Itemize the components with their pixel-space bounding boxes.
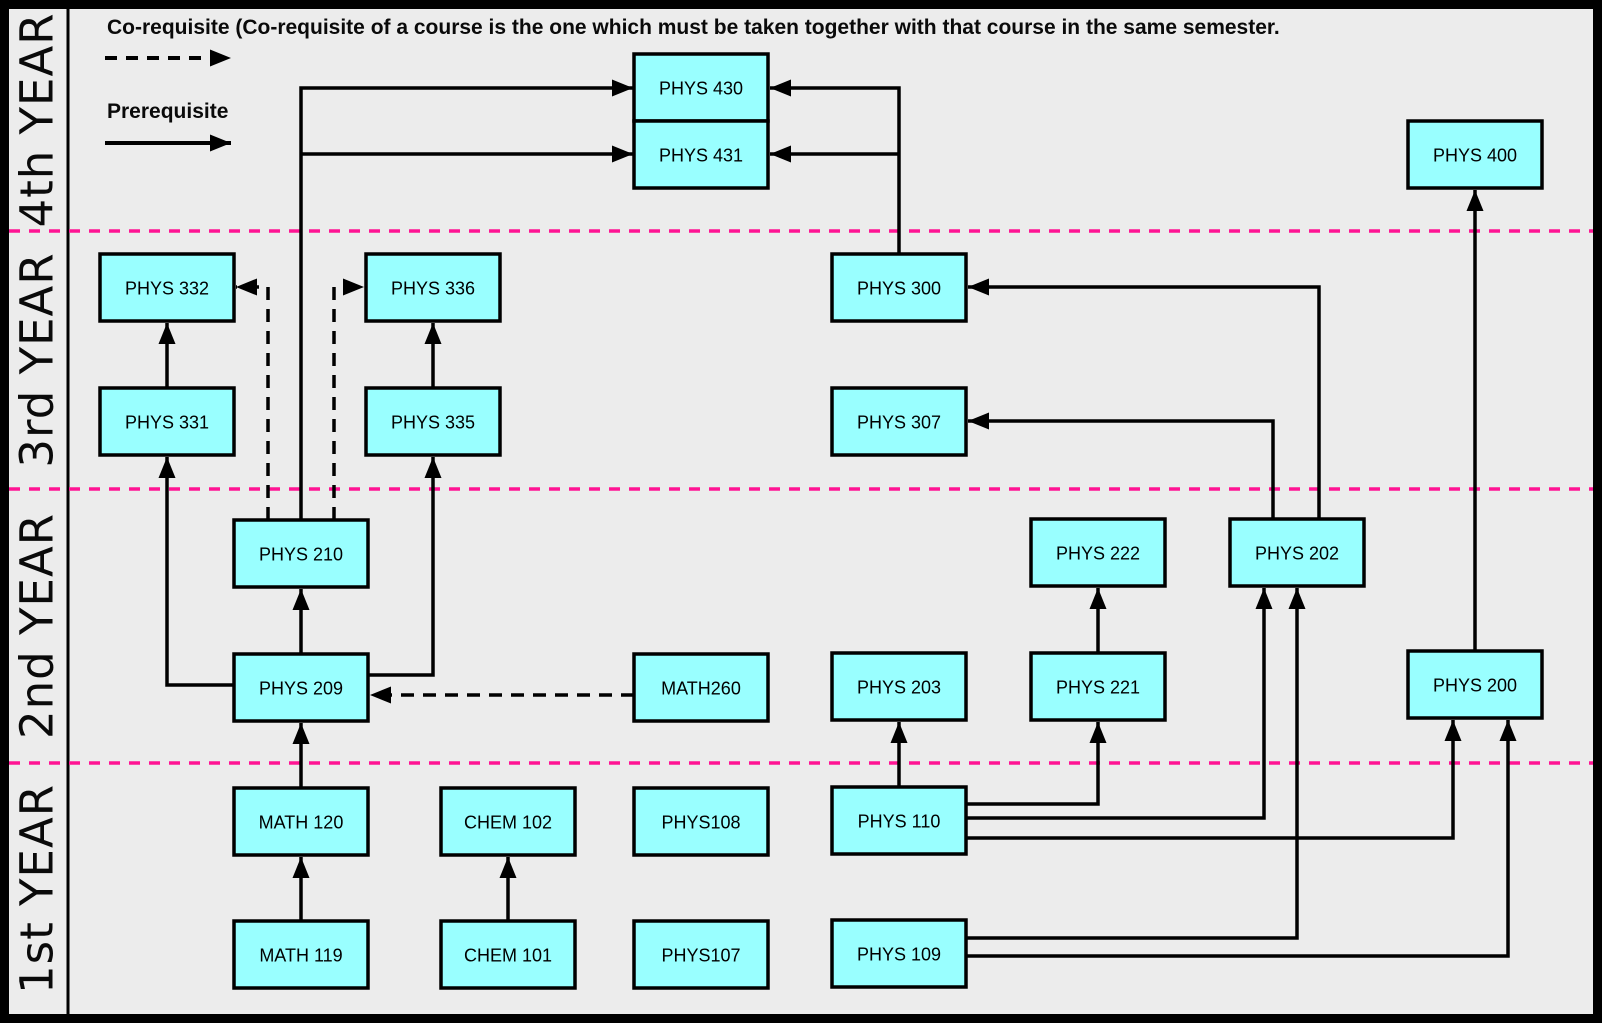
edge-prerequisite-phys109-phys202 [966, 588, 1306, 940]
course-label-phys332: PHYS 332 [125, 279, 209, 299]
edge-prerequisite-phys209-phys331 [158, 457, 234, 687]
course-label-phys203: PHYS 203 [857, 678, 941, 698]
course-node-phys222: PHYS 222 [1029, 517, 1167, 588]
course-label-phys221: PHYS 221 [1056, 678, 1140, 698]
edge-prerequisite-phys110-phys200 [966, 720, 1462, 840]
edge-prerequisite-phys210-phys430 [299, 79, 633, 520]
course-node-phys202: PHYS 202 [1228, 517, 1366, 588]
course-label-phys107: PHYS107 [661, 946, 740, 966]
course-box-phys332 [98, 252, 236, 323]
course-box-math260 [632, 652, 770, 723]
course-node-phys400: PHYS 400 [1406, 119, 1544, 190]
course-node-math120: MATH 120 [232, 786, 370, 857]
course-node-phys110: PHYS 110 [830, 785, 968, 856]
edge-prerequisite-phys202-phys300 [968, 278, 1321, 519]
course-label-phys331: PHYS 331 [125, 413, 209, 433]
course-label-phys108: PHYS108 [661, 813, 740, 833]
course-box-math120 [232, 786, 370, 857]
edge-prerequisite-phys209-phys335 [368, 457, 442, 677]
edge-corequisite-phys210-phys332 [236, 278, 270, 520]
edge-prerequisite-phys300-phys430 [770, 79, 901, 254]
course-box-phys400 [1406, 119, 1544, 190]
course-node-phys108: PHYS108 [632, 786, 770, 857]
course-box-phys209 [232, 652, 370, 723]
course-box-chem101 [439, 919, 577, 990]
course-box-phys307 [830, 386, 968, 457]
course-node-phys210: PHYS 210 [232, 518, 370, 589]
course-label-math119: MATH 119 [259, 946, 342, 966]
course-box-phys430 [632, 52, 770, 123]
course-node-phys331: PHYS 331 [98, 386, 236, 457]
course-box-chem102 [439, 786, 577, 857]
course-node-phys335: PHYS 335 [364, 386, 502, 457]
course-node-phys107: PHYS107 [632, 919, 770, 990]
edge-prerequisite-phys110-phys202 [966, 588, 1273, 820]
course-node-phys332: PHYS 332 [98, 252, 236, 323]
course-label-phys400: PHYS 400 [1433, 146, 1517, 166]
course-node-phys430: PHYS 430 [632, 52, 770, 123]
course-label-phys110: PHYS 110 [858, 812, 941, 832]
course-node-phys431: PHYS 431 [632, 119, 770, 190]
course-label-math120: MATH 120 [259, 813, 344, 833]
course-box-phys221 [1029, 651, 1167, 722]
course-label-chem101: CHEM 101 [464, 946, 552, 966]
course-node-phys336: PHYS 336 [364, 252, 502, 323]
course-node-chem101: CHEM 101 [439, 919, 577, 990]
course-label-phys209: PHYS 209 [259, 679, 343, 699]
course-label-phys430: PHYS 430 [659, 79, 743, 99]
course-box-phys107 [632, 919, 770, 990]
course-label-phys300: PHYS 300 [857, 279, 941, 299]
course-box-phys336 [364, 252, 502, 323]
course-node-phys307: PHYS 307 [830, 386, 968, 457]
course-box-phys210 [232, 518, 370, 589]
edge-prerequisite-phys110-phys221 [966, 722, 1107, 806]
course-node-chem102: CHEM 102 [439, 786, 577, 857]
course-box-phys203 [830, 651, 968, 722]
course-box-phys331 [98, 386, 236, 457]
course-label-phys431: PHYS 431 [659, 146, 743, 166]
course-label-phys202: PHYS 202 [1255, 544, 1339, 564]
course-node-phys109: PHYS 109 [830, 918, 968, 989]
course-label-phys307: PHYS 307 [857, 413, 941, 433]
course-label-math260: MATH260 [661, 679, 741, 699]
course-label-phys210: PHYS 210 [259, 545, 343, 565]
course-box-phys222 [1029, 517, 1167, 588]
course-node-math119: MATH 119 [232, 919, 370, 990]
course-node-phys209: PHYS 209 [232, 652, 370, 723]
course-node-math260: MATH260 [632, 652, 770, 723]
course-node-phys221: PHYS 221 [1029, 651, 1167, 722]
course-box-phys300 [830, 252, 968, 323]
course-label-phys222: PHYS 222 [1056, 544, 1140, 564]
edge-prerequisite-phys202-phys307 [968, 412, 1275, 519]
course-box-phys109 [830, 918, 968, 989]
edge-prerequisite-phys109-phys200 [966, 720, 1517, 958]
course-label-phys336: PHYS 336 [391, 279, 475, 299]
course-node-phys203: PHYS 203 [830, 651, 968, 722]
course-box-math119 [232, 919, 370, 990]
course-label-phys109: PHYS 109 [857, 945, 941, 965]
course-box-phys335 [364, 386, 502, 457]
course-box-phys431 [632, 119, 770, 190]
course-box-phys202 [1228, 517, 1366, 588]
course-node-phys300: PHYS 300 [830, 252, 968, 323]
course-box-phys110 [830, 785, 968, 856]
course-box-phys200 [1406, 649, 1544, 720]
edge-corequisite-phys210-phys336 [332, 278, 364, 520]
course-label-chem102: CHEM 102 [464, 813, 552, 833]
course-label-phys200: PHYS 200 [1433, 676, 1517, 696]
course-box-phys108 [632, 786, 770, 857]
course-node-phys200: PHYS 200 [1406, 649, 1544, 720]
course-label-phys335: PHYS 335 [391, 413, 475, 433]
